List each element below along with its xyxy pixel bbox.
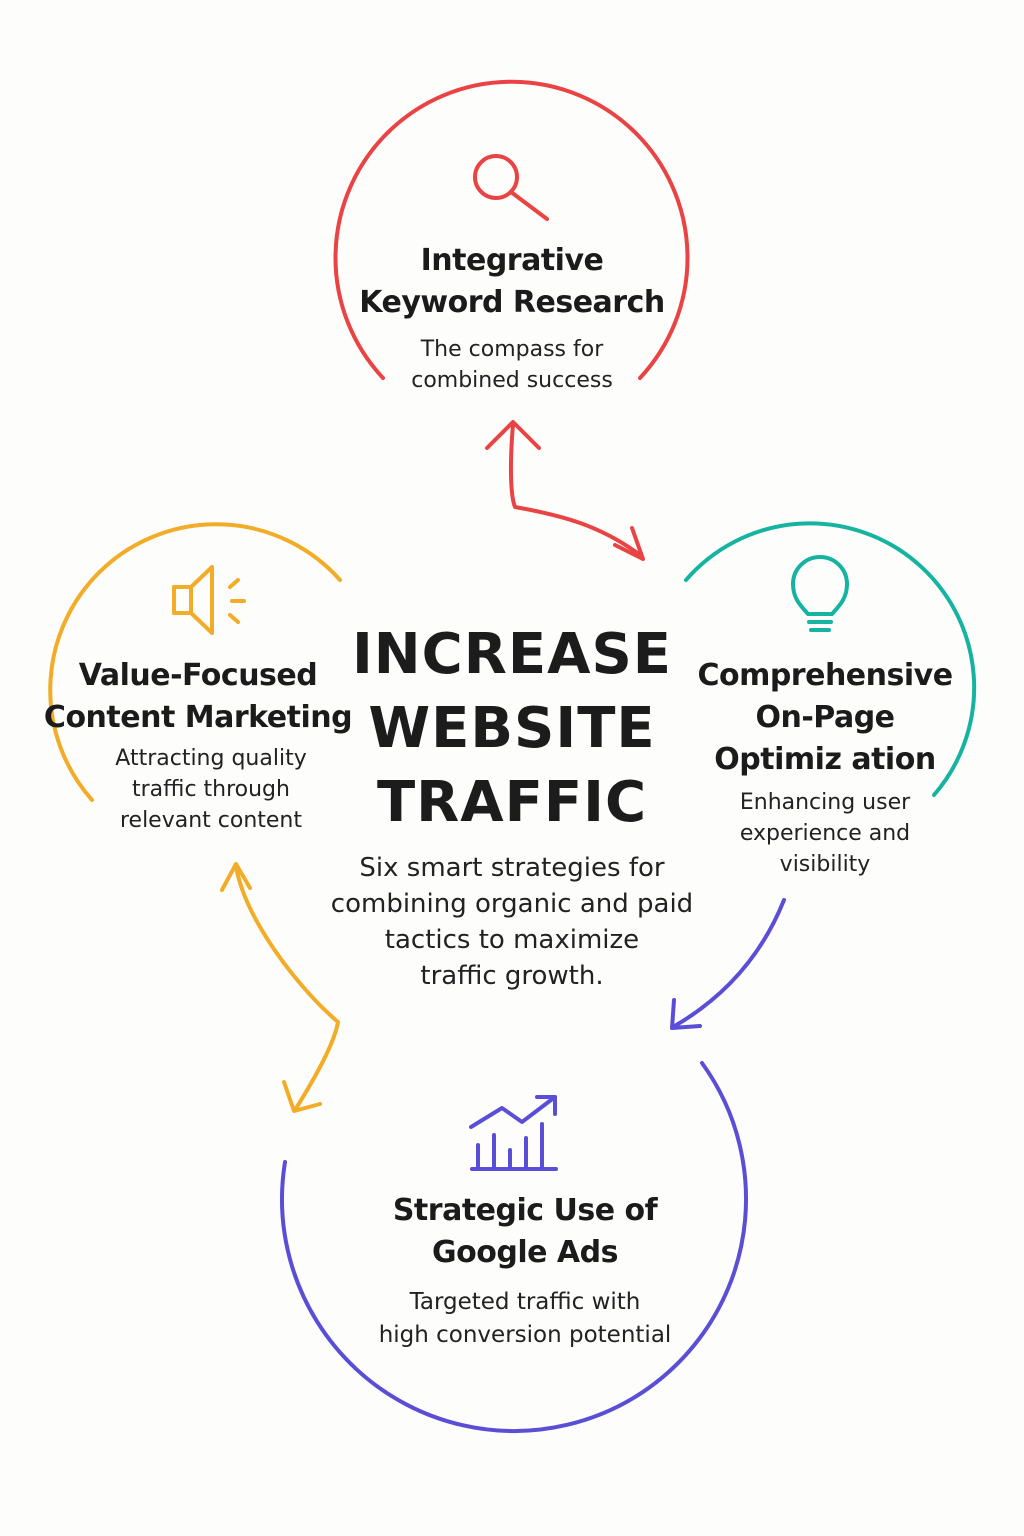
content-marketing-title: Value-Focused Content Marketing [42,655,354,739]
center-title-line: TRAFFIC [376,770,648,835]
title-line: Comprehensive [697,658,953,693]
desc-line: visibility [779,852,871,877]
center-subtitle-line: Six smart strategies for [359,853,665,883]
desc-line: Enhancing user [739,790,911,815]
desc-line: traffic through [132,777,290,802]
on-page-ring [684,521,977,797]
megaphone-icon [172,565,246,635]
red-connector-arrow [485,420,645,561]
title-line: Value-Focused [78,658,318,693]
title-line: Optimiz ation [714,742,936,777]
google-ads-desc: Targeted traffic with high conversion po… [330,1286,720,1352]
on-page-node: Comprehensive On-Page Optimiz ation Enha… [684,655,966,880]
keyword-research-title: Integrative Keyword Research [330,240,694,324]
content-marketing-node: Value-Focused Content Marketing Attracti… [42,655,354,836]
desc-line: The compass for [420,337,604,362]
desc-line: high conversion potential [378,1322,672,1348]
center-subtitle-line: traffic growth. [420,961,604,991]
google-ads-node: Strategic Use of Google Ads Targeted tra… [330,1190,720,1352]
purple-connector-arrow [670,898,786,1030]
center-title-line: INCREASE [351,622,673,687]
on-page-title: Comprehensive On-Page Optimiz ation [684,655,966,781]
desc-line: Targeted traffic with [409,1289,641,1315]
desc-line: experience and [739,821,911,846]
center-subtitle: Six smart strategies for combining organ… [300,850,724,994]
center-subtitle-line: combining organic and paid [330,889,694,919]
keyword-research-ring [333,79,690,380]
content-marketing-desc: Attracting quality traffic through relev… [46,743,376,836]
content-marketing-ring [48,522,342,802]
title-line: Content Marketing [43,700,353,735]
center-title: INCREASE WEBSITE TRAFFIC [320,618,704,840]
yellow-connector-arrow [220,862,340,1113]
keyword-research-desc: The compass for combined success [330,334,694,396]
google-ads-title: Strategic Use of Google Ads [330,1190,720,1274]
lightbulb-icon [791,555,849,632]
desc-line: relevant content [119,808,303,833]
title-line: Integrative [420,243,604,278]
center-block: INCREASE WEBSITE TRAFFIC [320,618,704,840]
keyword-research-node: Integrative Keyword Research The compass… [330,240,694,396]
center-subtitle-line: tactics to maximize [384,925,640,955]
on-page-desc: Enhancing user experience and visibility [684,787,966,880]
title-line: On-Page [755,700,895,735]
center-title-line: WEBSITE [368,696,656,761]
growth-chart-icon [469,1095,558,1171]
desc-line: Attracting quality [115,746,307,771]
google-ads-ring [280,1061,748,1433]
title-line: Google Ads [432,1235,618,1270]
magnifier-icon [473,154,549,221]
title-line: Strategic Use of [392,1193,658,1228]
title-line: Keyword Research [359,285,665,320]
desc-line: combined success [411,368,613,393]
